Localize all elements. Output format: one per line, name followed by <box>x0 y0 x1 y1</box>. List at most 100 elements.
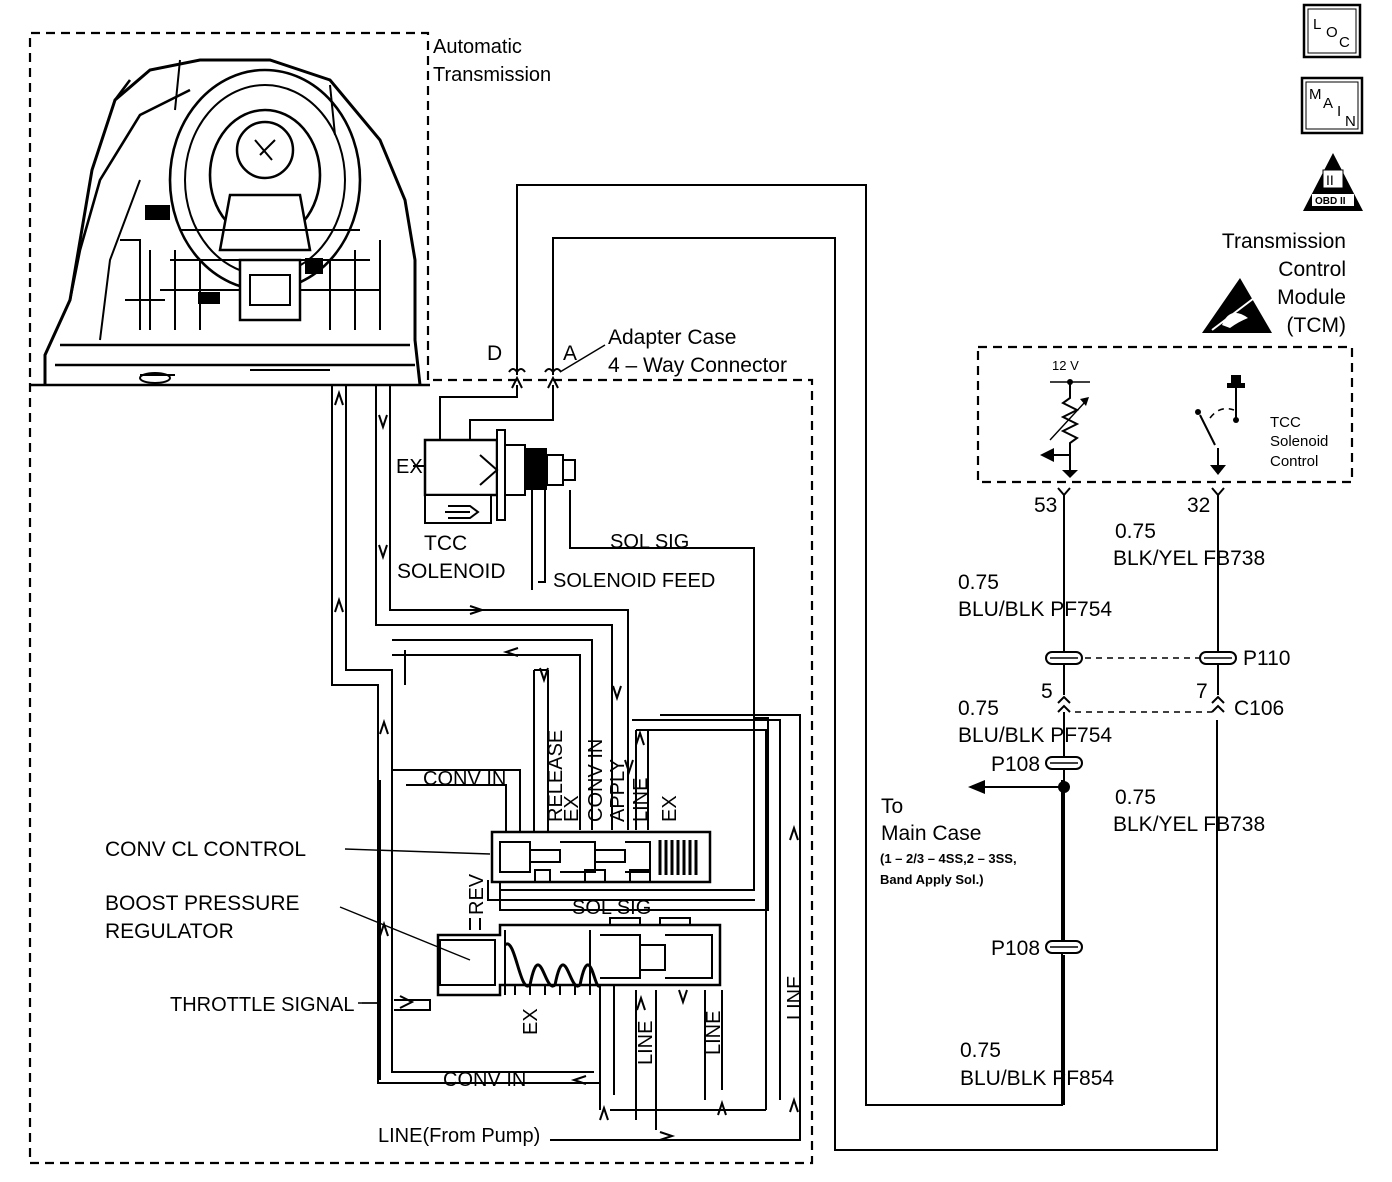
label-pin-32: 32 <box>1187 494 1210 517</box>
inline-connector-p110-right <box>1199 651 1237 665</box>
svg-text:4 – Way Connector: 4 – Way Connector <box>608 354 787 377</box>
esd-warning-icon <box>1202 278 1272 333</box>
svg-text:SOLENOID: SOLENOID <box>397 560 506 583</box>
svg-text:OBD II: OBD II <box>1315 196 1346 207</box>
svg-text:O: O <box>1326 24 1338 41</box>
label-line-v4: LINE <box>784 976 806 1020</box>
svg-text:II: II <box>1326 172 1334 188</box>
label-rev: REV <box>466 873 488 915</box>
tcm-output-wiring <box>968 487 1225 1105</box>
label-wire-pf754-mid: 0.75 BLU/BLK PF754 <box>958 697 1112 747</box>
svg-text:(TCM): (TCM) <box>1287 314 1346 337</box>
label-conv-in-bottom: CONV IN <box>443 1069 526 1091</box>
transmission-boundary <box>28 31 814 1165</box>
obd-ii-icon: II OBD II <box>1303 153 1363 211</box>
label-conv-in-mid: CONV IN <box>423 768 506 790</box>
inline-connector-p108-bottom <box>1045 940 1083 954</box>
inline-connector-p108-top <box>1045 756 1083 770</box>
svg-text:Main Case: Main Case <box>881 822 981 845</box>
svg-text:0.75: 0.75 <box>1115 520 1156 543</box>
label-pin-5: 5 <box>1041 680 1053 703</box>
label-main-case-note: (1 – 2/3 – 4SS,2 – 3SS, Band Apply Sol.) <box>880 851 1017 887</box>
svg-text:A: A <box>1323 95 1333 112</box>
label-ex-1: EX <box>561 795 583 822</box>
svg-text:REGULATOR: REGULATOR <box>105 920 234 943</box>
svg-text:Control: Control <box>1278 258 1346 281</box>
svg-text:L: L <box>1313 16 1321 33</box>
svg-text:APPLY: APPLY <box>607 759 629 822</box>
label-conv-in-apply: CONV IN APPLY <box>585 739 629 822</box>
hydraulic-passages <box>331 385 801 1141</box>
svg-text:0.75: 0.75 <box>958 571 999 594</box>
svg-text:0.75: 0.75 <box>1115 786 1156 809</box>
label-12v: 12 V <box>1052 358 1079 373</box>
svg-text:BLK/YEL FB738: BLK/YEL FB738 <box>1113 547 1265 570</box>
svg-text:TCC: TCC <box>424 532 467 555</box>
label-pin-7: 7 <box>1196 680 1208 703</box>
label-boost-pressure-regulator: BOOST PRESSURE REGULATOR <box>105 892 300 943</box>
svg-text:M: M <box>1309 86 1322 103</box>
svg-text:Solenoid: Solenoid <box>1270 433 1328 450</box>
svg-text:TCC: TCC <box>1270 414 1301 431</box>
svg-text:BLK/YEL FB738: BLK/YEL FB738 <box>1113 813 1265 836</box>
flow-arrows <box>334 389 799 1141</box>
svg-text:BLU/BLK PF854: BLU/BLK PF854 <box>960 1067 1114 1090</box>
label-ex-2: EX <box>659 795 681 822</box>
svg-text:BLU/BLK PF754: BLU/BLK PF754 <box>958 598 1112 621</box>
label-pin-d: D <box>487 342 502 365</box>
label-solenoid-feed: SOLENOID FEED <box>553 570 715 592</box>
label-p108-top: P108 <box>991 753 1040 776</box>
svg-text:BLU/BLK PF754: BLU/BLK PF754 <box>958 724 1112 747</box>
loc-icon: L O C <box>1302 3 1362 59</box>
label-sol-sig-top: SOL SIG <box>610 531 689 553</box>
svg-text:Module: Module <box>1277 286 1346 309</box>
label-p108-bottom: P108 <box>991 937 1040 960</box>
svg-text:Adapter Case: Adapter Case <box>608 326 736 349</box>
label-wire-fb738-top: 0.75 BLK/YEL FB738 <box>1113 520 1265 570</box>
conv-cl-control-valve <box>490 830 712 884</box>
label-wire-pf854: 0.75 BLU/BLK PF854 <box>960 1039 1114 1090</box>
svg-text:Transmission: Transmission <box>1222 230 1346 253</box>
transmission-cutaway-illustration <box>43 58 422 386</box>
svg-text:0.75: 0.75 <box>960 1039 1001 1062</box>
label-wire-pf754-top: 0.75 BLU/BLK PF754 <box>958 571 1112 621</box>
label-pin-a: A <box>563 342 577 365</box>
svg-text:Band Apply Sol.): Band Apply Sol.) <box>880 872 984 887</box>
label-line-v1: LINE <box>630 778 652 822</box>
svg-text:Automatic: Automatic <box>433 36 522 58</box>
label-to-main-case: To Main Case <box>881 795 981 845</box>
svg-text:CONV IN: CONV IN <box>585 739 607 822</box>
label-pin-53: 53 <box>1034 494 1057 517</box>
label-tcm: Transmission Control Module (TCM) <box>1222 230 1346 337</box>
svg-text:To: To <box>881 795 903 818</box>
label-p110: P110 <box>1243 647 1291 670</box>
svg-text:N: N <box>1345 113 1356 130</box>
svg-text:(1 – 2/3 – 4SS,2 – 3SS,: (1 – 2/3 – 4SS,2 – 3SS, <box>880 851 1017 866</box>
label-sol-sig-bottom: SOL SIG <box>572 897 651 919</box>
adapter-wiring <box>439 184 1218 1151</box>
label-c106: C106 <box>1234 697 1284 720</box>
label-wire-fb738-mid: 0.75 BLK/YEL FB738 <box>1113 786 1265 836</box>
svg-text:Control: Control <box>1270 453 1318 470</box>
leader-lines <box>339 848 491 1004</box>
main-icon: M A I N <box>1300 76 1364 135</box>
svg-text:C: C <box>1339 34 1350 51</box>
label-release: RELEASE <box>545 730 567 822</box>
svg-text:I: I <box>1337 103 1341 120</box>
label-line-from-pump: LINE(From Pump) <box>378 1125 540 1147</box>
label-ex-solenoid: EX <box>396 456 423 478</box>
label-ex-3: EX <box>520 1008 542 1035</box>
label-line-v2: LINE <box>635 1021 657 1065</box>
label-adapter-case: Adapter Case 4 – Way Connector <box>608 326 787 377</box>
label-line-v3: LINE <box>703 1011 725 1055</box>
tcc-solenoid <box>413 429 576 524</box>
label-conv-cl-control: CONV CL CONTROL <box>105 838 306 861</box>
label-throttle-signal: THROTTLE SIGNAL <box>170 994 354 1016</box>
label-tcc-solenoid-control: TCC Solenoid Control <box>1270 414 1328 470</box>
svg-text:BOOST PRESSURE: BOOST PRESSURE <box>105 892 300 915</box>
tcm-boundary <box>976 345 1354 484</box>
svg-text:Transmission: Transmission <box>433 64 551 86</box>
label-automatic-transmission: Automatic Transmission <box>433 36 551 86</box>
inline-connector-p110-left <box>1045 651 1083 665</box>
